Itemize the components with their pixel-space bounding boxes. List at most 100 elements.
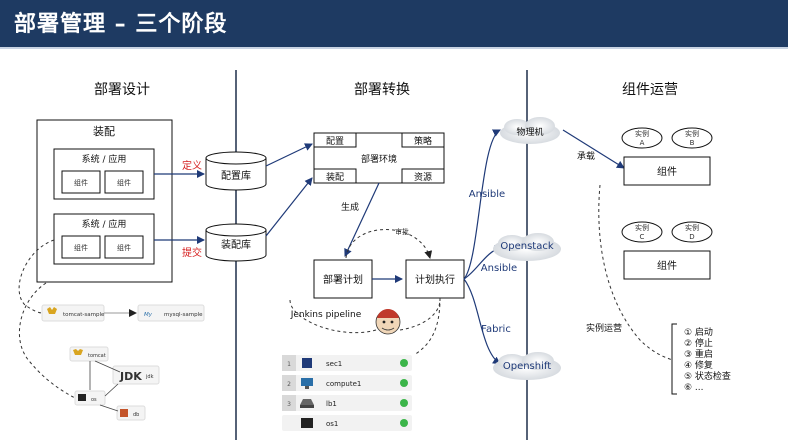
instance-c-id: C	[640, 233, 645, 241]
config-cell	[313, 132, 357, 148]
ops-component-box-2	[623, 250, 711, 280]
openshift-label: Openshift	[503, 361, 551, 372]
action-6: ⑥ ...	[684, 383, 704, 393]
branch-openshift	[463, 278, 501, 365]
component-label-1a: 组件	[74, 178, 88, 187]
step-num-2: 2	[287, 381, 291, 388]
step-label-4: os1	[326, 420, 338, 428]
step-row-2	[282, 375, 412, 391]
dashed-link-samples	[18, 239, 55, 314]
tomcat-icon	[47, 307, 57, 314]
plan-exec-label: 计划执行	[415, 273, 455, 286]
component-box-2b	[104, 235, 144, 259]
ops-component-label-1: 组件	[657, 165, 677, 178]
ansible-label-2: Ansible	[481, 263, 517, 274]
step-label-1: sec1	[326, 360, 342, 368]
resource-cell	[401, 168, 445, 184]
deploy-env-label: 部署环境	[361, 153, 397, 165]
assembly-repo-label: 装配库	[221, 238, 251, 251]
cloud-openshift	[493, 352, 561, 380]
ops-component-box-1	[623, 156, 711, 186]
step-num-1: 1	[287, 361, 291, 368]
tomcat-node-label: tomcat	[88, 353, 106, 359]
os-node-label: os	[91, 397, 97, 403]
deploy-plan-box	[313, 259, 373, 299]
jdk-node-label: jdk	[145, 374, 154, 380]
assembly-cell	[313, 168, 357, 184]
generate-label: 生成	[341, 201, 359, 213]
section-transform-header: 部署转换	[354, 81, 410, 98]
step-row-4	[282, 415, 412, 431]
ops-dashed-link	[598, 184, 673, 361]
ops-component-label-2: 组件	[657, 259, 677, 272]
instance-c-label: 实例	[635, 223, 649, 232]
assembly-repo-cylinder	[205, 223, 267, 262]
arrow-config-to-env	[265, 143, 313, 167]
section-design-header: 部署设计	[94, 82, 150, 98]
resource-cell-label: 资源	[414, 172, 432, 183]
instance-d	[671, 221, 713, 243]
mysql-sample-label: mysql-sample	[164, 312, 203, 318]
os-icon	[78, 394, 86, 401]
strategy-cell-label: 策略	[414, 135, 432, 147]
action-3: ③ 重启	[684, 348, 713, 360]
jenkins-icon	[375, 309, 401, 335]
strategy-cell	[401, 132, 445, 148]
arrow-carry	[562, 129, 625, 169]
carry-label: 承载	[577, 150, 595, 162]
db-node-label: db	[133, 412, 139, 418]
jenkins-label: Jenkins pipeline	[290, 310, 362, 320]
section-ops-header: 组件运营	[622, 82, 678, 98]
instance-d-id: D	[689, 233, 694, 241]
mysql-icon: My	[144, 312, 153, 318]
config-cell-label: 配置	[326, 136, 344, 147]
instance-c	[621, 221, 663, 243]
cloud-physical	[500, 117, 560, 144]
assembly-label: 装配	[93, 125, 115, 138]
branch-physical	[463, 129, 501, 280]
dashed-link-tree	[18, 282, 76, 399]
step-row-1	[282, 355, 412, 371]
submit-label: 提交	[182, 246, 202, 259]
approve-label: 审批	[395, 227, 409, 236]
assembly-cell-label: 装配	[326, 171, 344, 183]
tomcat-sample-label: tomcat-sample	[63, 312, 105, 318]
instance-ops-label: 实例运营	[586, 322, 622, 334]
jenkins-dashed-left	[289, 299, 377, 334]
ansible-label-1: Ansible	[469, 189, 505, 200]
title-underline	[0, 47, 788, 49]
action-5: ⑤ 状态检查	[684, 370, 731, 382]
jdk-logo: JDK	[119, 370, 142, 383]
system-app-label-1: 系统 / 应用	[82, 153, 127, 165]
jenkins-dashed-right	[399, 299, 441, 331]
component-box-1a	[61, 170, 101, 194]
step-label-3: lb1	[326, 400, 337, 408]
action-4: ④ 修复	[684, 359, 713, 371]
action-2: ② 停止	[684, 337, 713, 349]
component-box-1b	[104, 170, 144, 194]
component-label-1b: 组件	[117, 178, 131, 187]
cloud-openstack	[493, 233, 561, 261]
instance-b	[671, 127, 713, 149]
approve-arc	[345, 229, 433, 259]
edge-os-jdk	[104, 383, 119, 397]
jdk-node	[112, 365, 160, 385]
db-icon	[120, 409, 128, 417]
instance-b-id: B	[690, 139, 695, 147]
instance-a-label: 实例	[635, 129, 649, 138]
openstack-label: Openstack	[500, 241, 553, 252]
actions-bracket	[671, 323, 677, 395]
physical-label: 物理机	[516, 126, 543, 138]
mysql-sample-tile	[137, 304, 205, 322]
step-num-3: 3	[287, 401, 291, 408]
tomcat-node-icon	[73, 349, 83, 355]
arrow-generate	[344, 182, 380, 257]
edge-os-db	[99, 404, 119, 412]
edge-tomcat-jdk	[94, 360, 121, 373]
define-label: 定义	[182, 159, 202, 172]
config-repo-cylinder	[205, 151, 267, 191]
instance-a	[621, 127, 663, 149]
arrow-assembly-to-env	[265, 177, 313, 237]
component-label-2a: 组件	[74, 243, 88, 252]
